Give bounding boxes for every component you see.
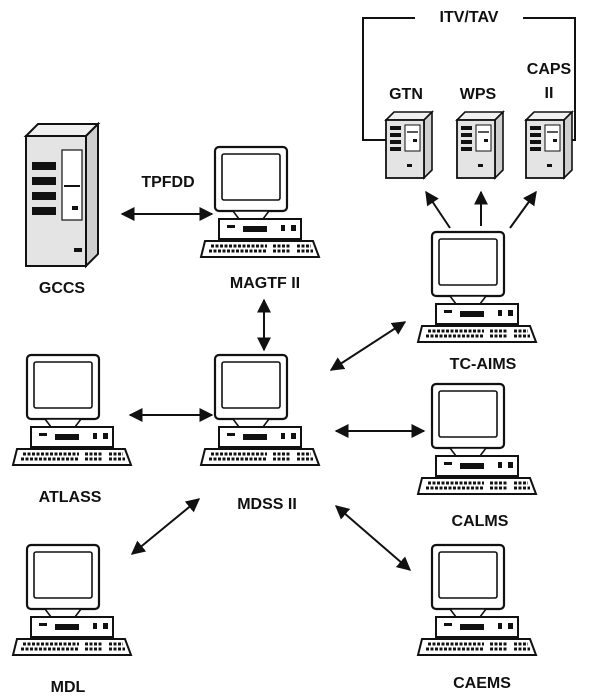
tpfdd-edge-label: TPFDD — [141, 174, 195, 191]
gtn-label: GTN — [389, 86, 423, 103]
mdss-ii-label: MDSS II — [237, 496, 297, 513]
atlass-label: ATLASS — [38, 489, 102, 506]
edge-mdss-tcaims — [329, 321, 407, 371]
edge-mdss-caems — [334, 505, 412, 571]
magtf-ii-workstation-icon — [199, 145, 321, 259]
caps-ii-label-line1: CAPS — [526, 61, 572, 78]
gccs-server-icon — [23, 121, 101, 269]
edge-mdl-mdss — [130, 498, 201, 555]
calms-workstation-icon — [416, 382, 538, 496]
wps-label: WPS — [459, 86, 497, 103]
caems-workstation-icon — [416, 543, 538, 657]
mdss-ii-workstation-icon — [199, 353, 321, 467]
calms-label: CALMS — [451, 513, 509, 530]
mdl-label: MDL — [50, 679, 86, 696]
itv-tav-group-label: ITV/TAV — [439, 9, 499, 26]
tc-aims-workstation-icon — [416, 230, 538, 344]
atlass-workstation-icon — [11, 353, 133, 467]
edge-tcaims-caps — [509, 190, 537, 229]
edge-tcaims-gtn — [425, 190, 451, 229]
caps-ii-label-line2: II — [544, 85, 554, 102]
magtf-ii-label: MAGTF II — [229, 275, 301, 292]
mdl-workstation-icon — [11, 543, 133, 657]
tc-aims-label: TC-AIMS — [449, 356, 517, 373]
wps-server-icon — [456, 111, 504, 179]
caems-label: CAEMS — [453, 675, 511, 692]
gtn-server-icon — [385, 111, 433, 179]
gccs-label: GCCS — [38, 280, 86, 297]
caps-ii-server-icon — [525, 111, 573, 179]
